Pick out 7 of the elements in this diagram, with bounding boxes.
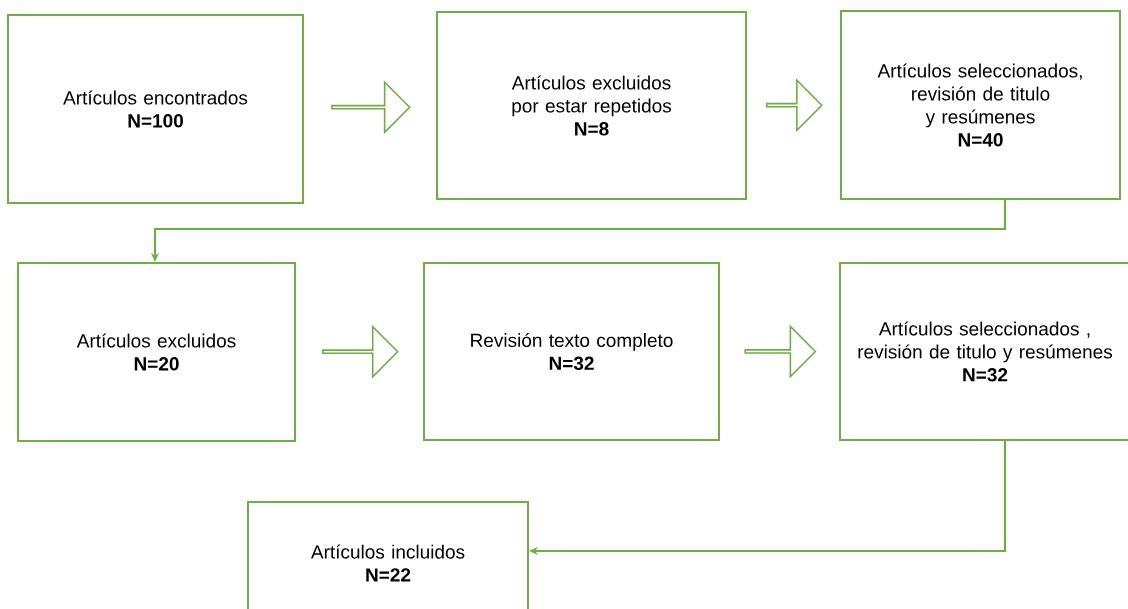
process-box: Artículos incluidos N=22 [247,501,529,609]
process-box: Artículos seleccionados, revisión de titulo y resúmenes N=40 [840,10,1121,200]
process-box: Artículos excluidos N=20 [17,262,296,442]
process-box: Artículos excluidos por estar repetidos N=8 [436,11,747,200]
process-box: Artículos encontrados N=100 [7,14,304,204]
process-box: Artículos seleccionados , revisión de titulo y resúmenes N=32 [839,262,1128,441]
process-box: Revisión texto completo N=32 [423,262,720,441]
